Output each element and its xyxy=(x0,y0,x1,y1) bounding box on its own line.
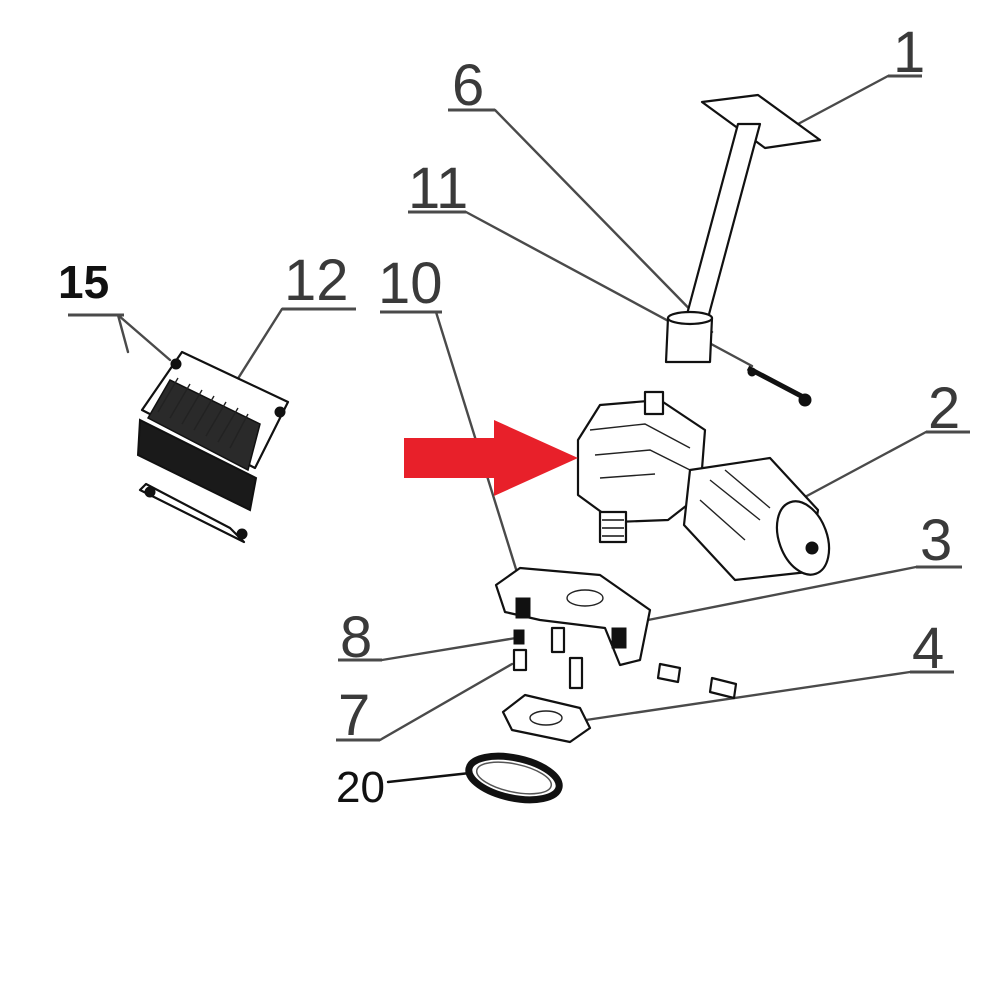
bolt-head xyxy=(798,393,812,407)
part-4-clamp xyxy=(501,693,592,744)
callout-7-label: 7 xyxy=(338,683,370,748)
controller-bottom-plate xyxy=(138,482,246,544)
highlight-arrow xyxy=(404,420,578,496)
callout-10-label: 10 xyxy=(378,251,443,316)
bolt-shank xyxy=(746,365,807,401)
callout-6-label: 6 xyxy=(452,53,484,118)
part-1-column xyxy=(664,93,822,364)
oring-outer xyxy=(465,752,563,804)
bolt-nut xyxy=(747,367,757,377)
motor-end-cap xyxy=(775,500,831,576)
callout-20: 20 xyxy=(336,763,472,812)
callout-12-leader xyxy=(230,307,284,390)
callout-2-leader xyxy=(788,430,928,507)
part-20-oring xyxy=(465,752,563,804)
callout-8: 8 xyxy=(338,605,518,670)
gearbox-top-shaft xyxy=(643,390,665,416)
bolt-d xyxy=(708,676,738,700)
bolt-8 xyxy=(513,629,525,645)
column-shaft xyxy=(684,122,762,320)
callout-1: 1 xyxy=(796,20,925,126)
bolt-c xyxy=(656,662,682,684)
callout-1-leader xyxy=(796,74,890,126)
column-sleeve-top xyxy=(666,310,714,326)
callout-8-leader xyxy=(380,636,518,662)
bracket-center-hole xyxy=(566,589,604,607)
gearbox-output-shaft xyxy=(598,510,628,544)
callout-4-label: 4 xyxy=(912,616,944,681)
callout-15-label: 15 xyxy=(58,256,109,308)
part-2-motor-gearbox xyxy=(576,390,831,582)
part-12-controller xyxy=(136,350,290,544)
motor-end-hub xyxy=(805,541,819,555)
bracket-tab-left xyxy=(515,597,531,619)
callout-6: 6 xyxy=(448,53,714,334)
bracket-tab-right xyxy=(611,627,627,649)
callout-12: 12 xyxy=(230,248,356,390)
controller-screw-4 xyxy=(236,528,248,540)
part-11-bolt xyxy=(746,365,812,407)
callout-3: 3 xyxy=(646,508,962,622)
bolt-a xyxy=(550,626,566,654)
callout-7-leader xyxy=(378,662,514,742)
bolt-7 xyxy=(512,648,528,672)
bolt-b xyxy=(568,656,584,690)
callout-4: 4 xyxy=(584,616,954,722)
callout-11-label: 11 xyxy=(408,156,468,221)
clamp-hole xyxy=(529,710,563,726)
oring-inner xyxy=(475,761,553,795)
callout-3-leader xyxy=(646,565,918,622)
controller-fins xyxy=(146,379,261,472)
callout-12-label: 12 xyxy=(284,248,349,313)
controller-screw-1 xyxy=(170,358,182,370)
gearbox-ribs xyxy=(589,423,691,479)
callout-15-leader-a xyxy=(116,313,130,354)
part-7-8-bolts xyxy=(512,626,738,700)
callout-2-label: 2 xyxy=(928,376,960,441)
callout-20-leader xyxy=(386,771,472,784)
callout-4-leader xyxy=(584,670,912,722)
callout-10: 10 xyxy=(378,251,522,584)
callout-3-label: 3 xyxy=(920,508,952,573)
controller-screw-3 xyxy=(144,486,156,498)
callout-20-label: 20 xyxy=(336,763,385,812)
part-3-bracket xyxy=(494,566,652,667)
callout-15-leader-b xyxy=(116,313,172,362)
controller-heatsink-body xyxy=(136,418,258,512)
callout-15: 15 xyxy=(58,256,172,362)
motor-flange-lines xyxy=(699,469,771,541)
callout-1-label: 1 xyxy=(893,20,925,85)
controller-screw-2 xyxy=(274,406,286,418)
callout-2: 2 xyxy=(788,376,970,507)
callout-6-leader xyxy=(493,108,714,334)
callout-7: 7 xyxy=(336,662,514,748)
clamp-body xyxy=(501,693,592,744)
controller-fin-lines xyxy=(157,377,249,449)
